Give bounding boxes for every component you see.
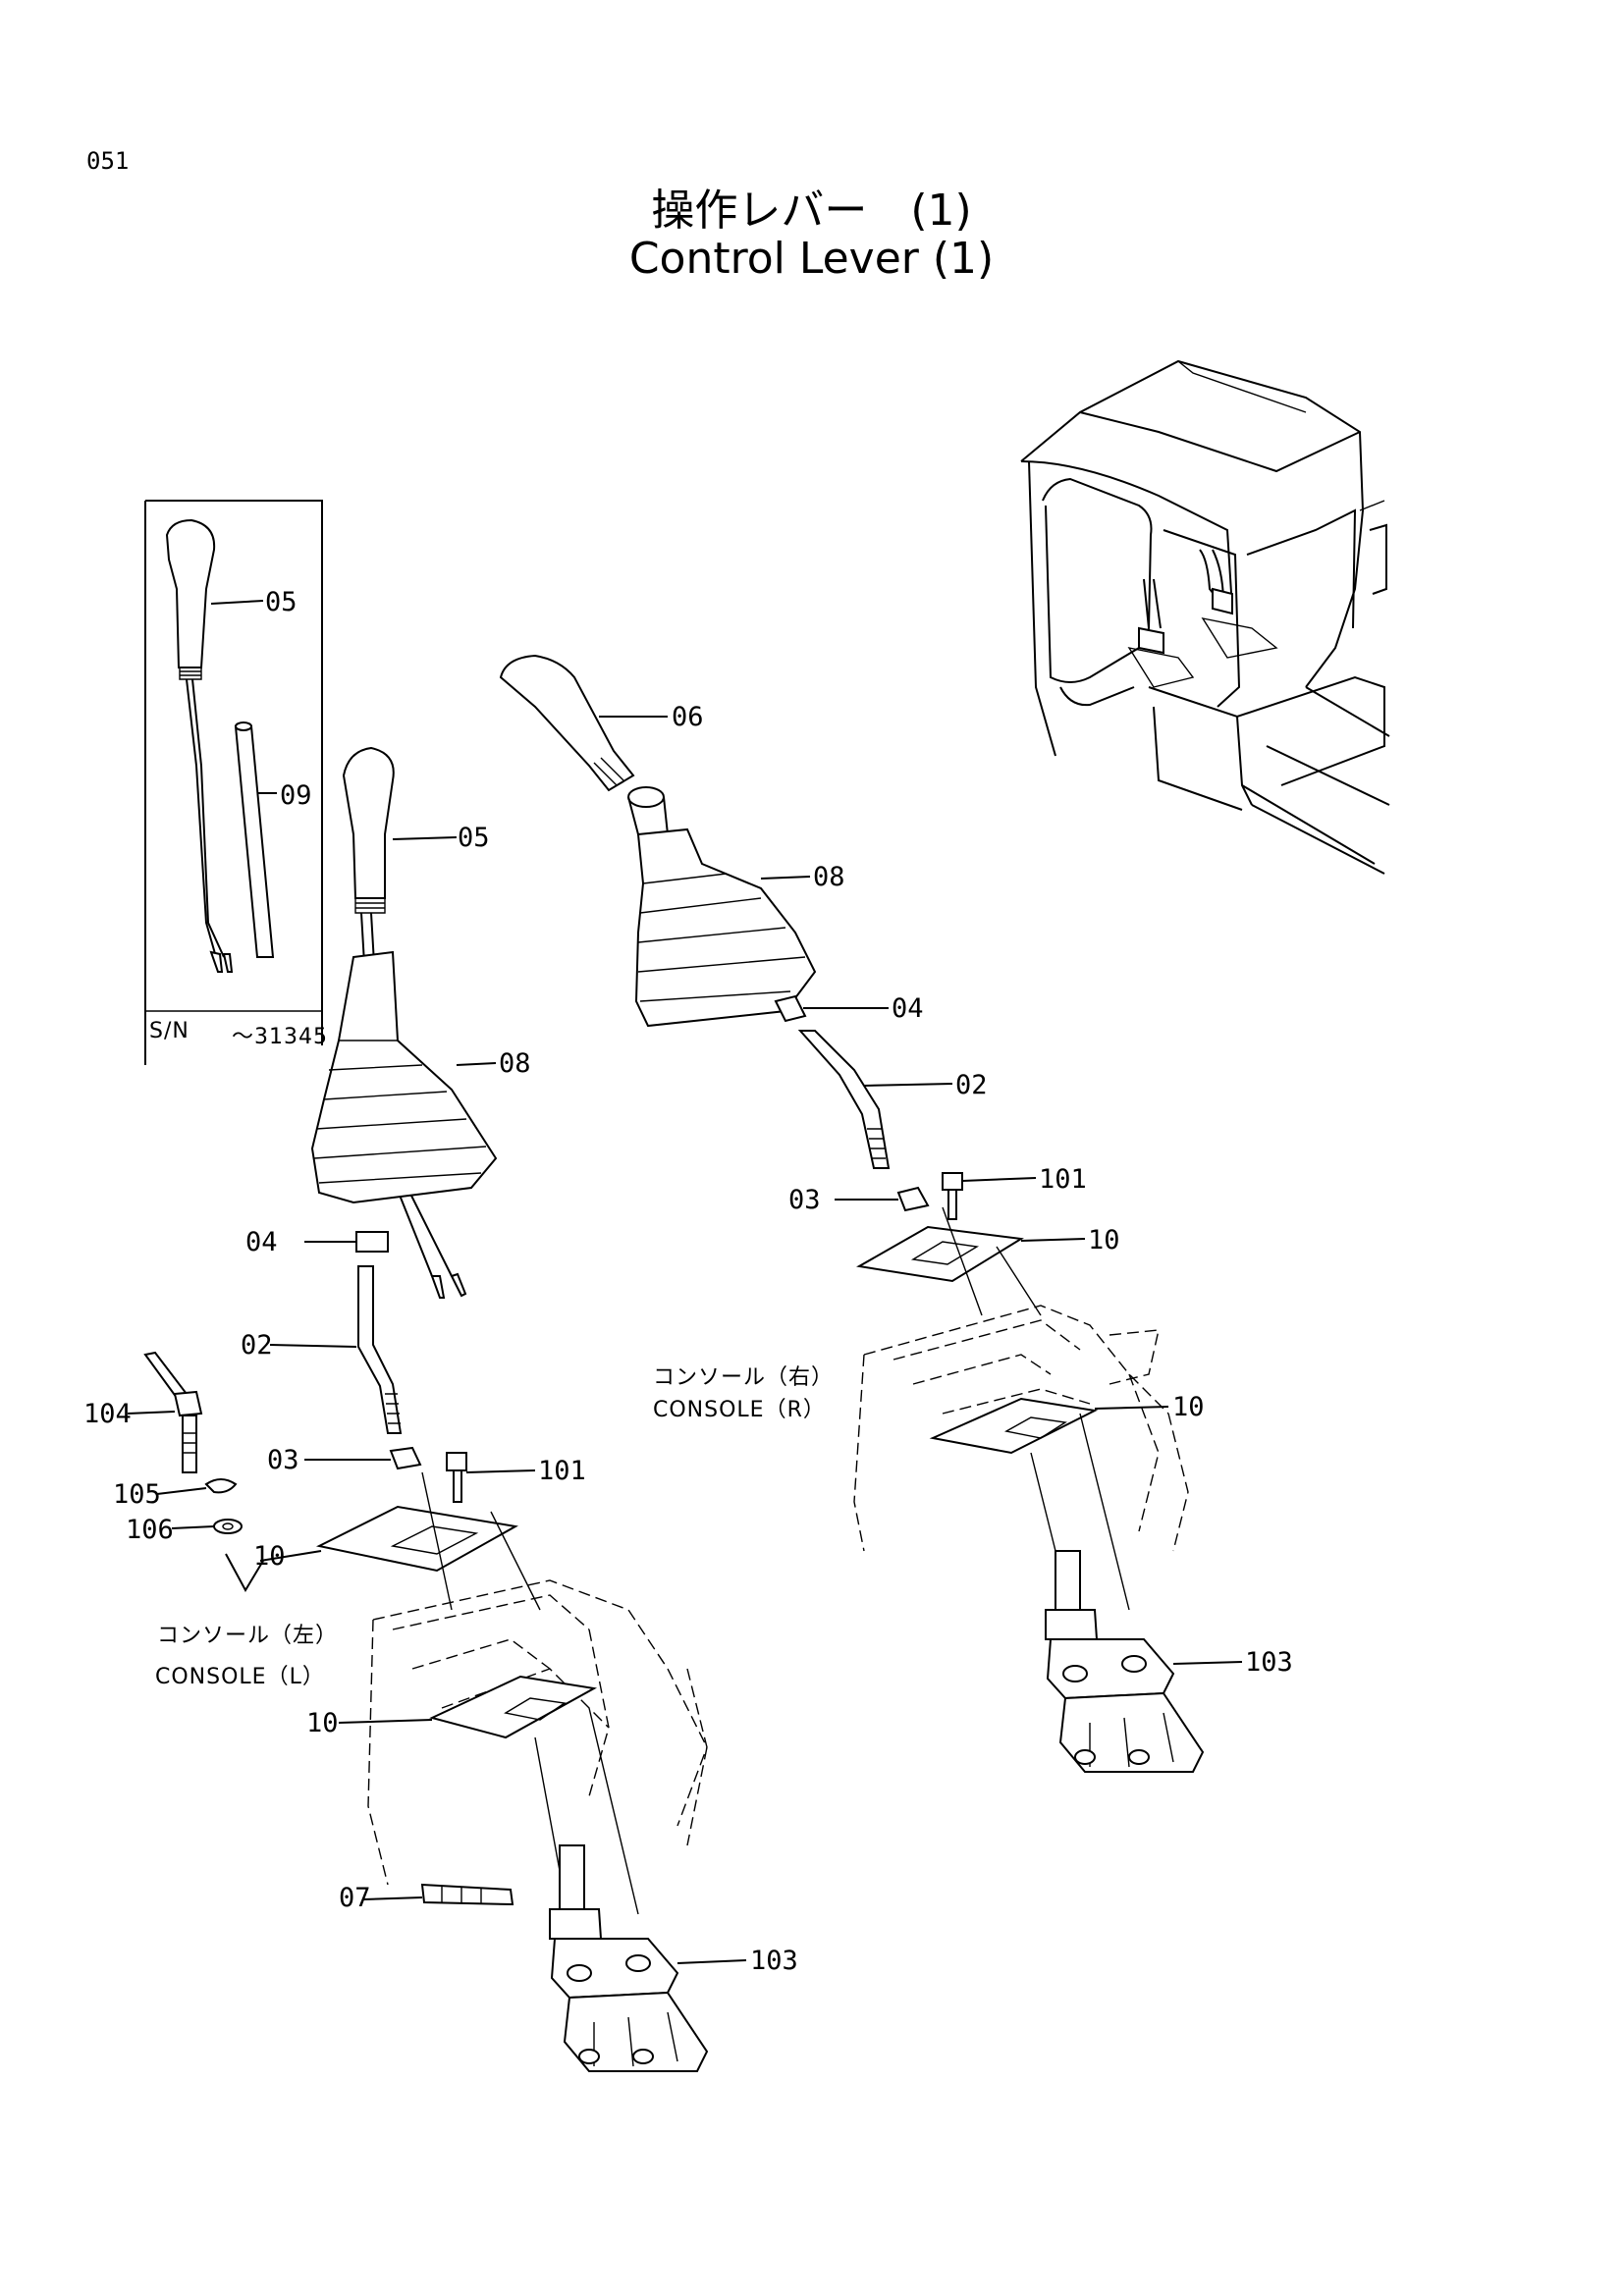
callout-inset-05: 05 (265, 587, 298, 617)
callout-left-104: 104 (83, 1399, 132, 1429)
callout-right-03: 03 (788, 1185, 821, 1215)
callout-left-105: 105 (113, 1479, 161, 1510)
console-left-en: CONSOLE（L） (155, 1665, 325, 1689)
console-right-jp: コンソール（右） (653, 1365, 835, 1390)
callout-left-04: 04 (245, 1227, 278, 1257)
callout-left-07: 07 (339, 1883, 371, 1913)
callout-left-05: 05 (458, 823, 490, 853)
callout-right-10-lower: 10 (1172, 1392, 1205, 1422)
right-lever-assembly (499, 654, 1243, 1773)
page-number: 051 (86, 147, 130, 175)
callout-left-10-lower: 10 (306, 1708, 339, 1738)
inset-serial-prefix: S/N (149, 1019, 189, 1043)
console-left-jp: コンソール（左） (157, 1624, 339, 1648)
left-lever-assembly (127, 746, 747, 2072)
callout-right-06: 06 (672, 702, 704, 732)
early-serial-inset (144, 500, 323, 1065)
callout-right-101: 101 (1039, 1164, 1087, 1195)
callout-left-03: 03 (267, 1445, 299, 1475)
callout-left-10-upper: 10 (253, 1541, 286, 1572)
callout-right-02: 02 (955, 1070, 988, 1100)
callout-right-08: 08 (813, 862, 845, 892)
callout-left-02: 02 (241, 1330, 273, 1361)
callout-inset-09: 09 (280, 780, 312, 811)
callout-right-103: 103 (1245, 1647, 1293, 1678)
callout-left-101: 101 (538, 1456, 586, 1486)
callout-left-103: 103 (750, 1946, 798, 1976)
title-english: Control Lever (1) (628, 234, 995, 284)
title-japanese: 操作レバー (1) (651, 186, 972, 236)
callout-left-106: 106 (126, 1515, 174, 1545)
callout-right-04: 04 (892, 993, 924, 1024)
callout-left-08: 08 (499, 1048, 531, 1079)
inset-serial-range: ～31345 (232, 1025, 328, 1049)
console-right-en: CONSOLE（R） (653, 1398, 826, 1422)
excavator-cab-illustration (1020, 359, 1390, 875)
callout-right-10-upper: 10 (1088, 1225, 1120, 1255)
